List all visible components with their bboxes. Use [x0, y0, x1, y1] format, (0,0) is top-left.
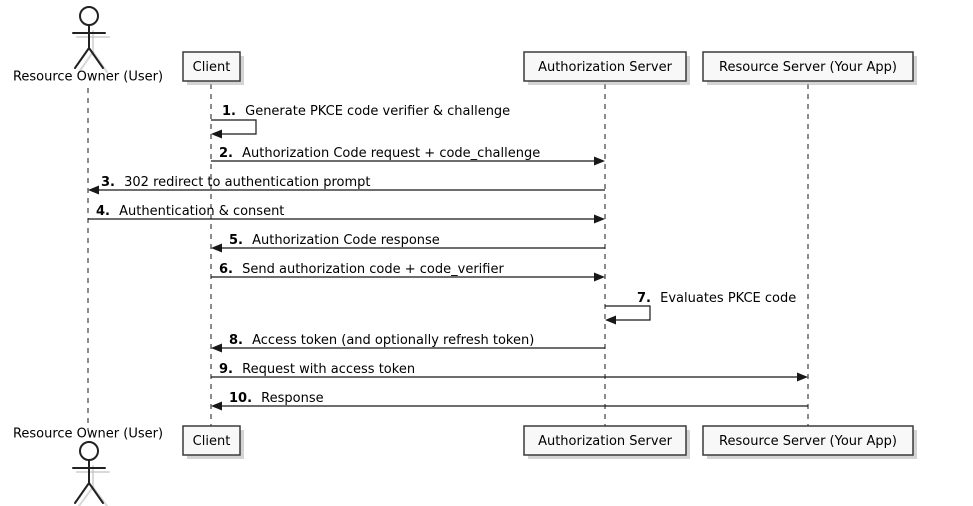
message-8-number: 8. — [229, 333, 243, 348]
message-9-number: 9. — [219, 362, 233, 377]
message-3-number: 3. — [101, 175, 115, 190]
message-2-arrowhead — [594, 156, 605, 166]
message-5-arrowhead — [211, 243, 222, 253]
participant-resource-owner-top[interactable]: Resource Owner (User) — [13, 6, 163, 85]
participant-label-authorization-server-top: Authorization Server — [538, 60, 672, 75]
actor-icon-resource-owner-top — [72, 6, 106, 69]
message-6-label: Send authorization code + code_verifier — [242, 262, 504, 277]
participant-authorization-server-bottom[interactable]: Authorization Server — [523, 425, 690, 459]
message-10-label: Response — [261, 391, 323, 406]
message-1-label: Generate PKCE code verifier & challenge — [245, 104, 510, 119]
participant-resource-server-bottom[interactable]: Resource Server (Your App) — [702, 425, 917, 459]
message-10-arrowhead — [211, 401, 222, 411]
message-1-line — [211, 119, 257, 135]
resource-server-box-top — [702, 51, 914, 82]
actor-shadow-top — [76, 30, 110, 73]
message-6-arrowhead — [594, 272, 605, 282]
client-box-top — [182, 51, 241, 82]
participant-client-bottom[interactable]: Client — [182, 425, 244, 459]
message-7-number: 7. — [637, 291, 651, 306]
message-2-label: Authorization Code request + code_challe… — [242, 146, 540, 161]
message-9-label: Request with access token — [242, 362, 415, 377]
lifelines-group — [87, 84, 809, 430]
participant-label-resource-owner-bottom: Resource Owner (User) — [13, 427, 163, 442]
participant-resource-owner-bottom[interactable]: Resource Owner (User) — [13, 427, 163, 506]
message-4-arrowhead — [594, 214, 605, 224]
message-3-text: 3. 302 redirect to authentication prompt — [101, 175, 371, 190]
message-9-text: 9. Request with access token — [219, 362, 415, 377]
message-7[interactable]: 7. Evaluates PKCE code — [605, 291, 796, 325]
message-1-arrowhead — [211, 129, 222, 139]
message-8[interactable]: 8. Access token (and optionally refresh … — [211, 333, 605, 353]
client-box-bottom — [182, 425, 241, 456]
participant-headers-bottom: Resource Owner (User) — [13, 425, 917, 506]
message-10-number: 10. — [229, 391, 252, 406]
authorization-server-box-bottom — [523, 425, 687, 456]
message-5-label: Authorization Code response — [252, 233, 440, 248]
message-7-line — [605, 305, 651, 321]
participant-headers-top: Resource Owner (User) Client Authorizati… — [13, 6, 917, 85]
message-2-text: 2. Authorization Code request + code_cha… — [219, 146, 540, 161]
message-4[interactable]: 4. Authentication & consent — [88, 204, 605, 224]
message-10[interactable]: 10. Response — [211, 391, 808, 411]
message-7-arrowhead — [605, 315, 616, 325]
message-3-arrowhead — [88, 185, 99, 195]
message-4-number: 4. — [96, 204, 110, 219]
message-6[interactable]: 6. Send authorization code + code_verifi… — [211, 262, 605, 282]
actor-icon-resource-owner-bottom — [72, 441, 106, 504]
messages-group: 1. Generate PKCE code verifier & challen… — [88, 104, 808, 411]
message-1[interactable]: 1. Generate PKCE code verifier & challen… — [211, 104, 510, 139]
participant-label-client-bottom: Client — [193, 434, 231, 449]
participant-authorization-server-top[interactable]: Authorization Server — [523, 51, 690, 85]
authorization-server-box-top — [523, 51, 687, 82]
message-7-text: 7. Evaluates PKCE code — [637, 291, 796, 306]
participant-label-resource-owner-top: Resource Owner (User) — [13, 70, 163, 85]
message-9[interactable]: 9. Request with access token — [211, 362, 808, 382]
message-5-number: 5. — [229, 233, 243, 248]
message-2-number: 2. — [219, 146, 233, 161]
participant-label-resource-server-top: Resource Server (Your App) — [719, 60, 897, 75]
message-3[interactable]: 3. 302 redirect to authentication prompt — [88, 175, 605, 195]
message-1-text: 1. Generate PKCE code verifier & challen… — [222, 104, 510, 119]
message-1-number: 1. — [222, 104, 236, 119]
participant-label-resource-server-bottom: Resource Server (Your App) — [719, 434, 897, 449]
message-4-label: Authentication & consent — [119, 204, 284, 219]
resource-server-box-bottom — [702, 425, 914, 456]
message-7-label: Evaluates PKCE code — [660, 291, 796, 306]
message-2[interactable]: 2. Authorization Code request + code_cha… — [211, 146, 605, 166]
participant-label-authorization-server-bottom: Authorization Server — [538, 434, 672, 449]
message-5[interactable]: 5. Authorization Code response — [211, 233, 605, 253]
message-8-arrowhead — [211, 343, 222, 353]
participant-client-top[interactable]: Client — [182, 51, 244, 85]
message-8-text: 8. Access token (and optionally refresh … — [229, 333, 534, 348]
message-5-text: 5. Authorization Code response — [229, 233, 440, 248]
participant-label-client-top: Client — [193, 60, 231, 75]
message-9-arrowhead — [797, 372, 808, 382]
message-3-label: 302 redirect to authentication prompt — [124, 175, 370, 190]
message-4-text: 4. Authentication & consent — [96, 204, 284, 219]
message-6-text: 6. Send authorization code + code_verifi… — [219, 262, 504, 277]
participant-resource-server-top[interactable]: Resource Server (Your App) — [702, 51, 917, 85]
actor-shadow-bottom — [76, 465, 110, 506]
message-8-label: Access token (and optionally refresh tok… — [252, 333, 534, 348]
message-10-text: 10. Response — [229, 391, 324, 406]
message-6-number: 6. — [219, 262, 233, 277]
